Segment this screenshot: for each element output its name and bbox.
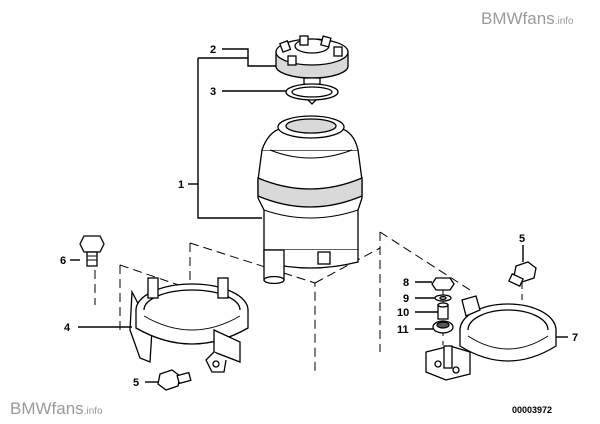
callout-11: 11 [397, 324, 409, 336]
callout-3: 3 [210, 86, 216, 98]
callout-10: 10 [397, 307, 409, 319]
leader-lines [70, 48, 568, 383]
callout-2: 2 [210, 44, 216, 56]
reservoir-body [257, 115, 363, 285]
callout-6: 6 [60, 255, 66, 267]
callout-9: 9 [403, 293, 409, 305]
callout-7: 7 [572, 332, 578, 344]
callout-4: 4 [64, 322, 71, 334]
watermark-bottom: BMWfans.info [10, 399, 103, 418]
callout-8: 8 [403, 277, 409, 289]
watermark-top: BMWfans.info [481, 9, 574, 28]
right-bracket [425, 295, 557, 381]
bolt-5-left [157, 369, 192, 391]
hardware-stack [431, 277, 455, 334]
callout-5-left: 5 [133, 377, 139, 389]
callout-1: 1 [178, 179, 184, 191]
bolt-5-right [508, 261, 537, 288]
bolt-6 [79, 235, 105, 267]
reservoir-cap [275, 35, 349, 105]
callout-5-right: 5 [519, 233, 525, 245]
left-bracket [129, 277, 249, 373]
document-number: 00003972 [512, 405, 552, 415]
o-ring [285, 83, 339, 101]
